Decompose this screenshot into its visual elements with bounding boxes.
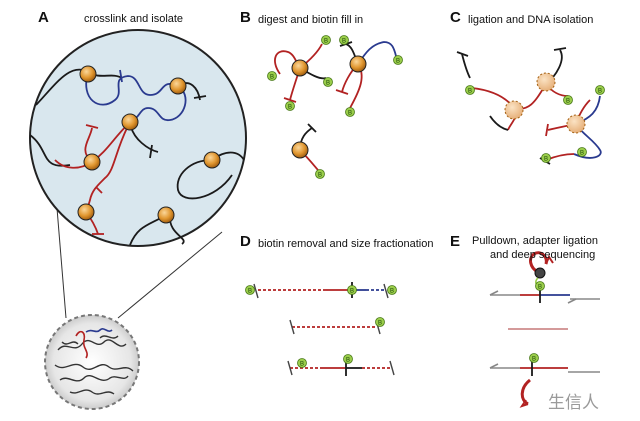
biotin-marker-letter: B bbox=[318, 173, 322, 179]
biotin-marker: B bbox=[323, 77, 333, 87]
biotin-marker: B bbox=[245, 285, 255, 295]
biotin-marker-letter: B bbox=[270, 75, 274, 81]
biotin-marker: B bbox=[577, 147, 587, 157]
panel-b-art bbox=[274, 41, 397, 171]
panel-a-title: crosslink and isolate bbox=[84, 13, 184, 25]
biotin-marker-letter: B bbox=[532, 357, 536, 363]
panel-e-title-line1: Pulldown, adapter ligation bbox=[472, 235, 598, 247]
biotin-marker-letter: B bbox=[300, 362, 304, 368]
panel-c-art bbox=[456, 47, 602, 165]
biotin-marker: B bbox=[375, 317, 385, 327]
biotin-marker-letter: B bbox=[538, 285, 542, 291]
biotin-marker-letter: B bbox=[544, 157, 548, 163]
panel-d-title: biotin removal and size fractionation bbox=[258, 238, 434, 250]
cell bbox=[44, 314, 140, 410]
panel-a-art bbox=[29, 29, 247, 410]
biotin-marker-letter: B bbox=[390, 289, 394, 295]
panel-c-label: C bbox=[450, 9, 461, 26]
panel-b-label: B bbox=[240, 9, 251, 26]
biotin-marker-letter: B bbox=[350, 289, 354, 295]
panel-a-label: A bbox=[38, 9, 49, 26]
panel-c-title: ligation and DNA isolation bbox=[468, 14, 594, 26]
biotin-marker-letter: B bbox=[580, 151, 584, 157]
biotin-marker: B bbox=[535, 281, 545, 291]
biotin-marker: B bbox=[541, 153, 551, 163]
biotin-marker-letter: B bbox=[288, 105, 292, 111]
biotin-marker: B bbox=[347, 285, 357, 295]
biotin-marker: B bbox=[321, 35, 331, 45]
biotin-marker: B bbox=[339, 35, 349, 45]
biotin-marker: B bbox=[393, 55, 403, 65]
biotin-marker-letter: B bbox=[378, 321, 382, 327]
panel-b-title: digest and biotin fill in bbox=[258, 14, 364, 26]
biotin-marker: B bbox=[345, 107, 355, 117]
biotin-markers: B B B B B B B B B B B B B B B B B B B B B bbox=[245, 35, 605, 368]
biotin-marker: B bbox=[563, 95, 573, 105]
panel-e-label: E bbox=[450, 233, 461, 250]
biotin-marker-letter: B bbox=[396, 59, 400, 65]
biotin-marker: B bbox=[285, 101, 295, 111]
biotin-marker-letter: B bbox=[348, 111, 352, 117]
panel-d-art bbox=[253, 282, 395, 376]
biotin-marker-letter: B bbox=[566, 99, 570, 105]
biotin-marker-letter: B bbox=[346, 358, 350, 364]
biotin-marker: B bbox=[529, 353, 539, 363]
biotin-marker-letter: B bbox=[248, 289, 252, 295]
zoom-line-left bbox=[55, 195, 67, 319]
panel-e-title-line2: and deep sequencing bbox=[490, 249, 596, 261]
biotin-marker: B bbox=[267, 71, 277, 81]
biotin-marker: B bbox=[297, 358, 307, 368]
biotin-marker: B bbox=[343, 354, 353, 364]
biotin-marker-letter: B bbox=[326, 81, 330, 87]
zoom-line-right bbox=[117, 231, 223, 319]
panel-e-art bbox=[489, 251, 600, 408]
biotin-marker-letter: B bbox=[342, 39, 346, 45]
biotin-marker: B bbox=[315, 169, 325, 179]
biotin-marker: B bbox=[595, 85, 605, 95]
biotin-marker: B bbox=[465, 85, 475, 95]
biotin-marker-letter: B bbox=[598, 89, 602, 95]
watermark-text: 生信人 bbox=[548, 393, 599, 413]
biotin-marker: B bbox=[387, 285, 397, 295]
biotin-marker-letter: B bbox=[324, 39, 328, 45]
biotin-marker-letter: B bbox=[468, 89, 472, 95]
panel-d-label: D bbox=[240, 233, 251, 250]
